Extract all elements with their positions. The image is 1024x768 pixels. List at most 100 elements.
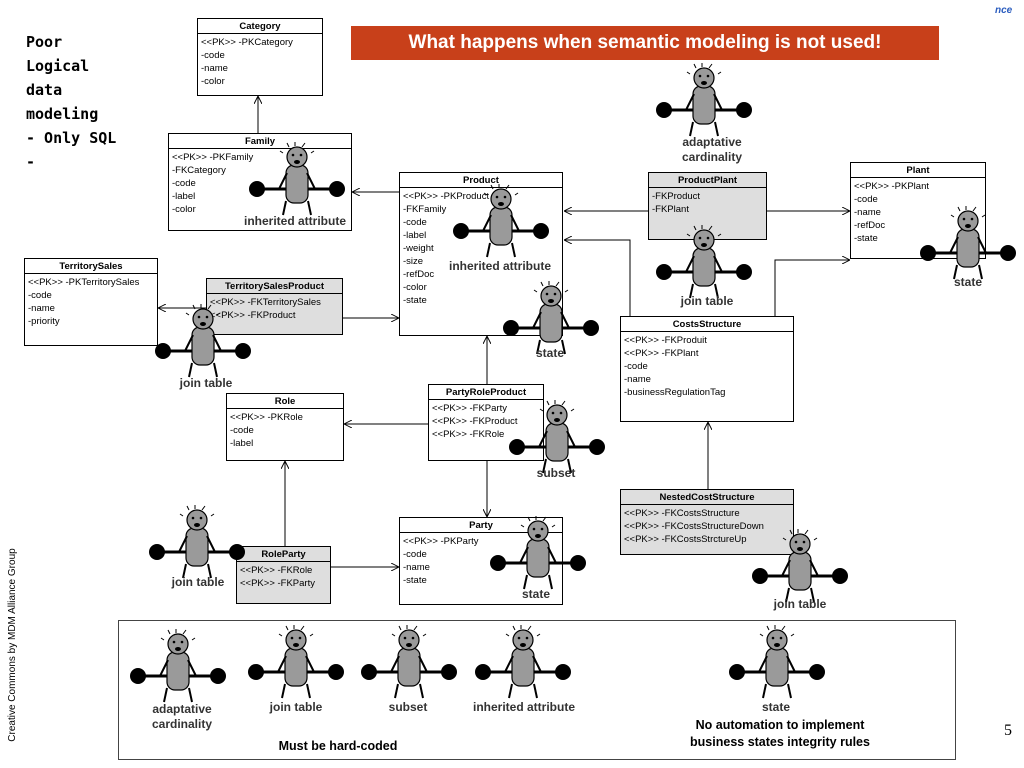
entity-attr: <<PK>> -FKParty	[240, 578, 315, 589]
edge-costs-plant	[774, 260, 850, 316]
entity-attr: -FKFamily	[403, 204, 447, 215]
entity-attr: -FKPlant	[652, 204, 689, 215]
entity-attr: -code	[28, 290, 52, 301]
entity-attr: -businessRegulationTag	[624, 387, 726, 398]
entity-attr: <<PK>> -PKRole	[230, 412, 303, 423]
entity-attr: <<PK>> -FKProduit	[624, 335, 707, 346]
entity-attr: <<PK>> -PKCategory	[201, 37, 293, 48]
banner-title: What happens when semantic modeling is n…	[351, 26, 939, 60]
entity-attr: -name	[854, 207, 881, 218]
entity-attr: <<PK>> -FKTerritorySales	[210, 297, 321, 308]
entity-attr: -name	[201, 63, 228, 74]
entity-attr: -refDoc	[854, 220, 886, 231]
entity-nestedcoststructure: NestedCostStructure <<PK>> -FKCostsStruc…	[620, 489, 794, 555]
entity-attr: -label	[230, 438, 254, 449]
entity-attr: <<PK>> -FKCostsStructure	[624, 508, 740, 519]
annotation-label: join table	[680, 294, 734, 308]
entity-attr: <<PK>> -FKRole	[432, 429, 505, 440]
entity-attr: -code	[172, 178, 196, 189]
entity-attr: -label	[403, 230, 427, 241]
entity-attr: -code	[854, 194, 878, 205]
entity-title: Role	[227, 394, 343, 409]
annotation-label: adaptative cardinality	[681, 135, 743, 164]
entity-attr: -FKCategory	[172, 165, 226, 176]
weightlifter-icon	[359, 623, 459, 700]
entity-attr: -name	[403, 562, 430, 573]
entity-category: Category <<PK>> -PKCategory -code -name …	[197, 18, 323, 96]
entity-attr: -code	[403, 217, 427, 228]
entity-title: TerritorySalesProduct	[207, 279, 342, 294]
legend-item-label: join table	[269, 700, 323, 714]
entity-title: Party	[400, 518, 562, 533]
entity-attr: <<PK>> -PKTerritorySales	[28, 277, 140, 288]
entity-attr: -code	[403, 549, 427, 560]
weightlifter-icon	[654, 223, 754, 300]
entity-role: Role <<PK>> -PKRole -code -label	[226, 393, 344, 461]
entity-attr: <<PK>> -FKRole	[240, 565, 313, 576]
entity-productplant: ProductPlant -FKProduct -FKPlant	[648, 172, 767, 240]
entity-attr: -color	[201, 76, 225, 87]
entity-title: Plant	[851, 163, 985, 178]
entity-costsstructure: CostsStructure <<PK>> -FKProduit <<PK>> …	[620, 316, 794, 422]
weightlifter-icon	[147, 503, 247, 580]
entity-product: Product <<PK>> -PKProduct -FKFamily -cod…	[399, 172, 563, 336]
entity-attr: <<PK>> -FKProduct	[210, 310, 296, 321]
legend-note-hardcoded: Must be hard-coded	[278, 739, 398, 753]
entity-attr: -label	[172, 191, 196, 202]
entity-title: Category	[198, 19, 322, 34]
annotation-label: inherited attribute	[243, 214, 346, 228]
page-number: 5	[1004, 722, 1012, 739]
entity-territorysalesproduct: TerritorySalesProduct <<PK>> -FKTerritor…	[206, 278, 343, 335]
entity-title: TerritorySales	[25, 259, 157, 274]
weightlifter-icon	[128, 627, 228, 704]
weightlifter-icon	[750, 527, 850, 604]
entity-title: NestedCostStructure	[621, 490, 793, 505]
annotation-label: state	[953, 275, 982, 289]
annotation-label: subset	[536, 466, 576, 480]
entity-title: ProductPlant	[649, 173, 766, 188]
entity-attr: <<PK>> -PKProduct	[403, 191, 490, 202]
edge-costs-product	[564, 240, 631, 316]
annotation-label: state	[535, 346, 564, 360]
entity-attr: -code	[201, 50, 225, 61]
entity-attr: -color	[403, 282, 427, 293]
weightlifter-icon	[451, 182, 551, 259]
entity-title: PartyRoleProduct	[429, 385, 543, 400]
entity-attr: -code	[624, 361, 648, 372]
entity-attr: <<PK>> -FKProduct	[432, 416, 518, 427]
weightlifter-icon	[247, 140, 347, 217]
weightlifter-icon	[654, 61, 754, 138]
annotation-label: state	[521, 587, 550, 601]
entity-title: Family	[169, 134, 351, 149]
entity-attr: <<PK>> -PKParty	[403, 536, 479, 547]
entity-attr: -code	[230, 425, 254, 436]
entity-plant: Plant <<PK>> -PKPlant -code -name -refDo…	[850, 162, 986, 259]
weightlifter-icon	[727, 623, 827, 700]
entity-attr: -state	[854, 233, 878, 244]
entity-territorysales: TerritorySales <<PK>> -PKTerritorySales …	[24, 258, 158, 346]
weightlifter-icon	[153, 302, 253, 379]
slide-title: Poor Logical data modeling - Only SQL -	[26, 33, 117, 171]
legend-item-label: adaptative cardinality	[151, 702, 213, 731]
entity-attr: <<PK>> -FKCostsStrctureUp	[624, 534, 747, 545]
entity-attr: <<PK>> -FKPlant	[624, 348, 699, 359]
entity-attr: -state	[403, 575, 427, 586]
entity-title: Product	[400, 173, 562, 188]
annotation-label: join table	[179, 376, 233, 390]
entity-attr: -state	[403, 295, 427, 306]
legend-box	[118, 620, 956, 760]
entity-attr: -size	[403, 256, 424, 267]
entity-attr: <<PK>> -PKPlant	[854, 181, 929, 192]
entity-attr: -color	[172, 204, 196, 215]
legend-item-label: subset	[388, 700, 428, 714]
weightlifter-icon	[488, 514, 588, 591]
entity-attr: <<PK>> -FKCostsStructureDown	[624, 521, 764, 532]
entity-attr: -name	[28, 303, 55, 314]
annotation-label: join table	[773, 597, 827, 611]
entity-attr: <<PK>> -FKParty	[432, 403, 507, 414]
entity-title: CostsStructure	[621, 317, 793, 332]
weightlifter-icon	[918, 204, 1018, 281]
entity-attr: -name	[624, 374, 651, 385]
entity-roleparty: RoleParty <<PK>> -FKRole <<PK>> -FKParty	[236, 546, 331, 604]
